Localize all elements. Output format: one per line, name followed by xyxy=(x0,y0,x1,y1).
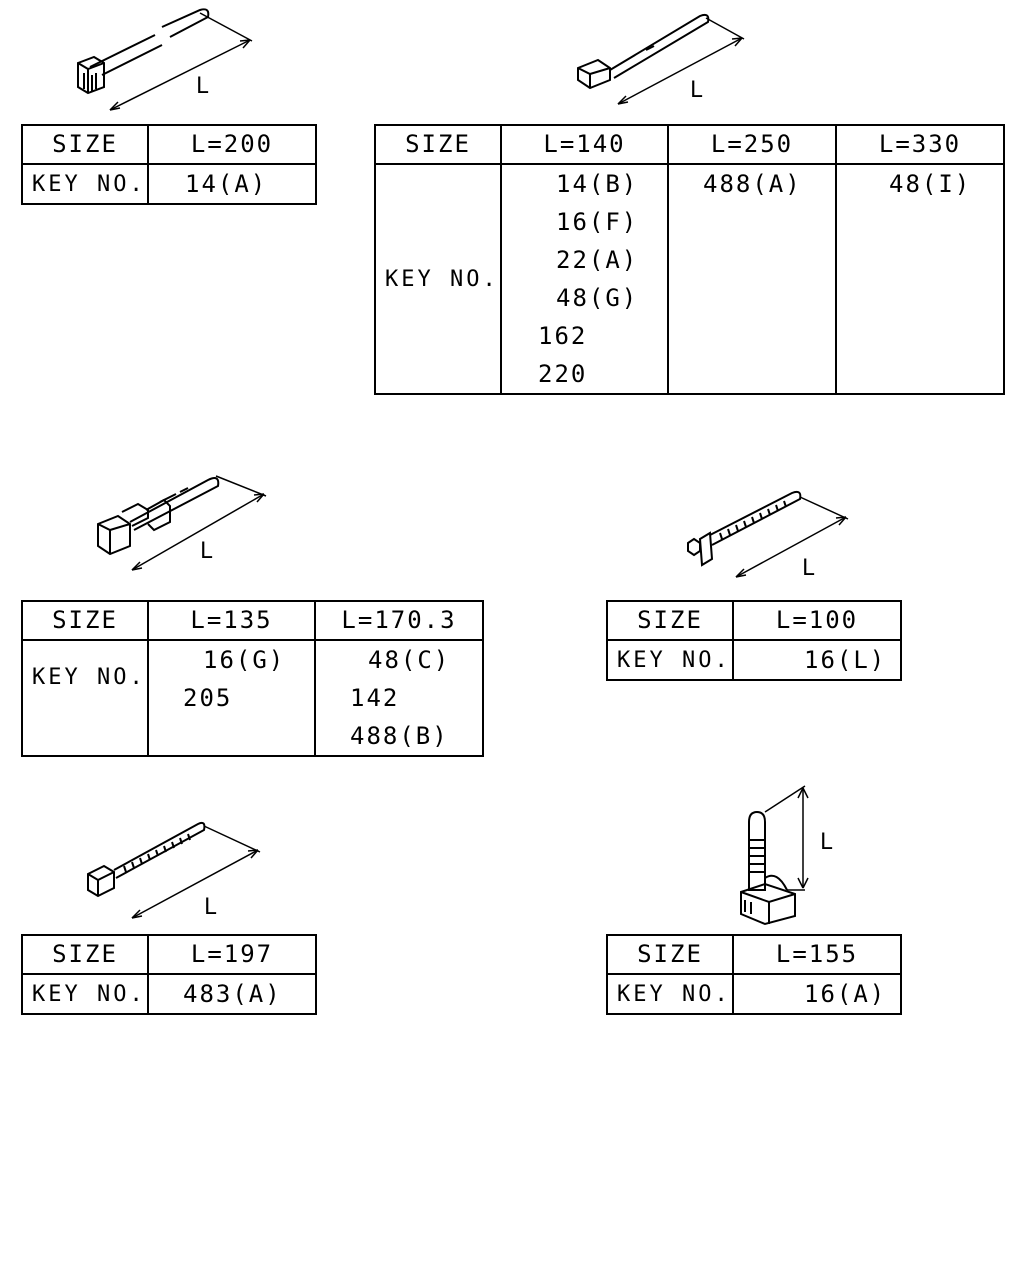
key-value: 205 xyxy=(183,684,233,712)
key-value: 220 xyxy=(538,360,588,388)
size-value: L=170.3 xyxy=(314,600,484,641)
key-cell: 488(A) xyxy=(667,163,837,395)
key-value: 483(A) xyxy=(183,980,282,1008)
key-value: 488(B) xyxy=(350,722,449,750)
key-cell: 14(B) 16(F) 22(A) 48(G) 162 220 xyxy=(500,163,669,395)
size-value: L=330 xyxy=(835,124,1005,165)
key-cell: 483(A) xyxy=(147,973,317,1015)
key-value: 16(F) xyxy=(556,208,639,236)
size-header: SIZE xyxy=(374,124,502,165)
key-value: 162 xyxy=(538,322,588,350)
size-value: L=197 xyxy=(147,934,317,975)
size-value: L=135 xyxy=(147,600,316,641)
key-value: 48(G) xyxy=(556,284,639,312)
key-value: 488(A) xyxy=(703,170,802,198)
key-value: 16(A) xyxy=(804,980,887,1008)
size-key-table-6: SIZE L=155 KEY NO. 16(A) xyxy=(606,934,902,1015)
key-cell: 16(G) 205 xyxy=(147,639,316,757)
key-no-header: KEY NO. xyxy=(21,973,149,1015)
double-clip-drawing xyxy=(97,475,267,571)
dimension-label: L xyxy=(690,78,703,103)
key-value: 48(C) xyxy=(368,646,451,674)
key-value: 14(B) xyxy=(556,170,639,198)
size-key-table-5: SIZE L=197 KEY NO. 483(A) xyxy=(21,934,317,1015)
size-header: SIZE xyxy=(21,124,149,165)
size-header: SIZE xyxy=(606,934,734,975)
edge-clip-drawing xyxy=(740,785,809,926)
key-value: 22(A) xyxy=(556,246,639,274)
key-value: 16(L) xyxy=(804,646,887,674)
key-cell: 48(C) 142 488(B) xyxy=(314,639,484,757)
key-value: 142 xyxy=(350,684,400,712)
size-key-table-4: SIZE L=100 KEY NO. 16(L) xyxy=(606,600,902,681)
key-no-header: KEY NO. xyxy=(374,163,502,395)
key-cell: 14(A) xyxy=(147,163,317,205)
size-header: SIZE xyxy=(21,600,149,641)
dimension-label: L xyxy=(802,556,815,581)
dimension-label: L xyxy=(196,74,209,99)
size-header: SIZE xyxy=(606,600,734,641)
size-value: L=250 xyxy=(667,124,837,165)
dimension-label: L xyxy=(200,539,213,564)
key-no-header: KEY NO. xyxy=(606,973,734,1015)
size-value: L=200 xyxy=(147,124,317,165)
size-value: L=140 xyxy=(500,124,669,165)
dimension-label: L xyxy=(820,830,833,855)
push-mount-tie-drawing xyxy=(687,490,849,578)
key-value: 16(G) xyxy=(203,646,286,674)
size-key-table-2: SIZE L=140 L=250 L=330 KEY NO. 14(B) 16(… xyxy=(374,124,1005,395)
size-key-table-1: SIZE L=200 KEY NO. 14(A) xyxy=(21,124,317,205)
key-value: 48(I) xyxy=(889,170,972,198)
key-no-header: KEY NO. xyxy=(21,163,149,205)
key-cell: 16(A) xyxy=(732,973,902,1015)
size-header: SIZE xyxy=(21,934,149,975)
cable-tie-clip-drawing xyxy=(77,8,253,111)
key-no-header: KEY NO. xyxy=(21,639,149,757)
size-value: L=100 xyxy=(732,600,902,641)
flat-clip-drawing xyxy=(577,13,745,105)
key-no-header: KEY NO. xyxy=(606,639,734,681)
cable-tie-drawing xyxy=(87,821,261,919)
size-key-table-3: SIZE L=135 L=170.3 KEY NO. 16(G) 205 48(… xyxy=(21,600,484,757)
dimension-label: L xyxy=(204,895,217,920)
size-value: L=155 xyxy=(732,934,902,975)
key-cell: 16(L) xyxy=(732,639,902,681)
key-value: 14(A) xyxy=(185,170,268,198)
key-cell: 48(I) xyxy=(835,163,1005,395)
